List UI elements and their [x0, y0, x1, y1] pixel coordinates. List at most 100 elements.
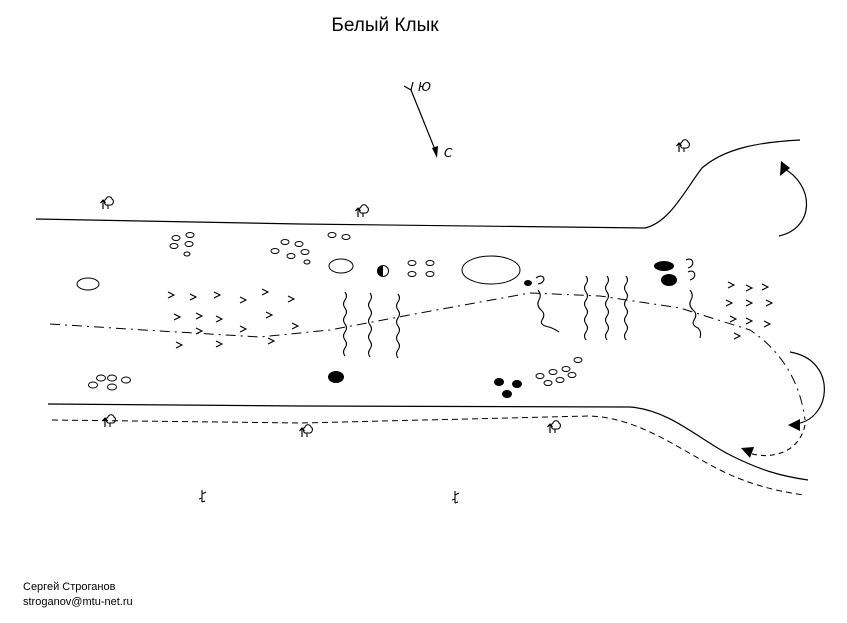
compass-arrowhead-icon [432, 146, 438, 158]
chevron-icon [745, 317, 753, 325]
boulder-group [328, 261, 677, 398]
author-name: Сергей Строганов [23, 581, 116, 593]
boulder-icon [661, 274, 677, 286]
tree-icon [354, 204, 369, 218]
chevron-icon [239, 325, 247, 333]
chevron-group [167, 281, 773, 349]
rock-icon [107, 374, 117, 382]
chevron-icon [195, 312, 203, 320]
boulder-icon [512, 380, 522, 388]
rock-icon [121, 376, 131, 384]
tree-icon [546, 420, 561, 434]
chevron-icon [173, 313, 181, 321]
rock-icon [573, 357, 583, 363]
author-credits: Сергей Строганов stroganov@mtu-net.ru [23, 580, 133, 610]
wave-icon [342, 291, 348, 357]
chevron-icon [733, 332, 741, 340]
rock-icon [76, 277, 100, 291]
chevron-icon [291, 322, 299, 330]
rock-icon [327, 232, 337, 238]
boulder-icon [524, 280, 532, 286]
half-boulder-icon [377, 265, 389, 277]
compass: Ю С [403, 80, 453, 160]
rock-icon [107, 383, 117, 391]
chevron-icon [265, 311, 273, 319]
rock-icon [561, 366, 571, 372]
rock-icon [535, 373, 545, 379]
hook-arrow-icon [687, 270, 696, 281]
chevron-icon [215, 340, 223, 348]
chevron-icon [215, 315, 223, 323]
rock-icon [303, 259, 311, 265]
chevron-icon [765, 299, 773, 307]
wave-icon [689, 289, 702, 339]
author-email: stroganov@mtu-net.ru [23, 596, 133, 608]
rock-icon [555, 377, 565, 383]
grass-icon [198, 489, 207, 503]
rock-icon [567, 372, 577, 378]
chevron-icon [729, 315, 737, 323]
rock-icon [548, 369, 558, 375]
tree-icon [298, 424, 313, 438]
chevron-icon [261, 288, 269, 296]
hook-arrow-icon [535, 275, 545, 285]
rock-icon [407, 271, 417, 277]
rock-icon [270, 248, 280, 254]
chevron-icon [175, 341, 183, 349]
eddy-arrow-icon [744, 424, 806, 456]
boulder-icon [328, 371, 344, 383]
stream-route-dash-dot-line [49, 292, 806, 421]
boulder-icon [502, 390, 512, 398]
chevron-icon [745, 284, 753, 292]
compass-tail-icon [403, 81, 414, 91]
eddy-arrowhead-icon [780, 161, 790, 176]
grass-icon [451, 490, 460, 504]
chevron-icon [725, 299, 733, 307]
tree-icon [99, 196, 114, 210]
wave-icon [604, 275, 610, 341]
eddy-arrow-icon [789, 351, 825, 425]
chevron-icon [761, 283, 769, 291]
rock-icon [183, 251, 191, 257]
rock-icon [169, 243, 179, 249]
rock-icon [88, 381, 98, 389]
chevron-icon [287, 295, 295, 303]
chevron-icon [167, 291, 175, 299]
compass-south-label: Ю [418, 80, 431, 94]
compass-needle-icon [410, 89, 437, 153]
chevron-icon [189, 293, 197, 301]
large-rock-icon [461, 255, 521, 285]
tree-icon [675, 139, 690, 153]
chevron-icon [745, 299, 753, 307]
wave-icon [367, 292, 373, 358]
eddy-arrowhead-icon [788, 419, 800, 431]
eddy-arrowhead-icon [741, 447, 754, 458]
wave-icon [623, 275, 629, 341]
boulder-icon [654, 261, 674, 271]
south-bank-line [47, 403, 809, 481]
rock-icon [280, 239, 290, 245]
hook-arrow-icon [685, 258, 694, 269]
rock-icon [171, 235, 181, 241]
wave-icon [395, 293, 401, 359]
rock-icon [294, 241, 304, 247]
rock-icon [286, 253, 296, 259]
chevron-icon [763, 320, 771, 328]
rock-icon [185, 232, 195, 238]
chevron-icon [239, 296, 247, 304]
rock-icon [425, 260, 435, 266]
chevron-icon [195, 327, 203, 335]
wave-icon [583, 275, 589, 341]
rock-icon [341, 234, 351, 240]
chevron-icon [213, 291, 221, 299]
rock-icon [543, 380, 553, 386]
rock-icon [425, 271, 435, 277]
trail-dashed-line [51, 415, 806, 496]
rock-icon [184, 241, 194, 247]
rock-icon [328, 258, 354, 274]
boulder-icon [494, 378, 504, 386]
rock-icon [300, 249, 310, 255]
chevron-icon [267, 337, 275, 345]
rock-icon [407, 260, 417, 266]
